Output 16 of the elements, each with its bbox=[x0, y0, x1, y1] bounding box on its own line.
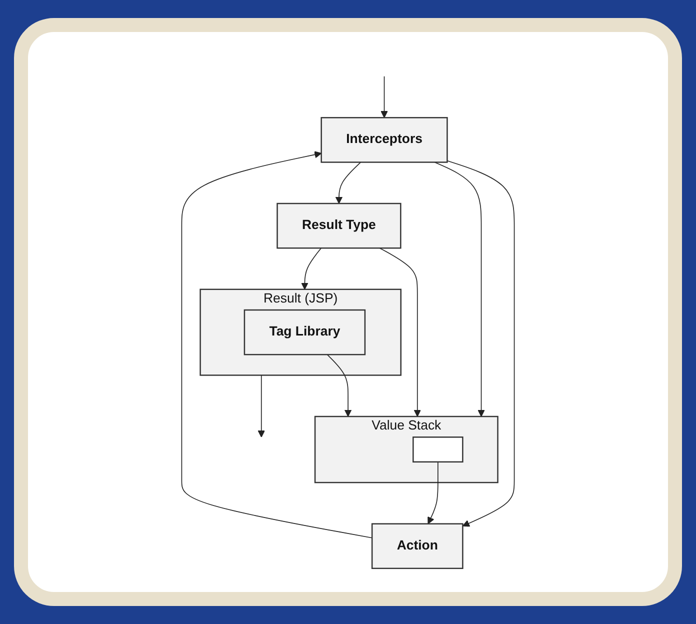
arrow bbox=[326, 354, 352, 416]
arrow bbox=[428, 460, 438, 524]
node-box: Interceptors bbox=[320, 116, 448, 162]
node-box bbox=[412, 436, 464, 462]
cluster: Value Stack bbox=[314, 415, 498, 483]
arrow bbox=[379, 247, 422, 416]
arrow bbox=[380, 75, 388, 118]
arrow bbox=[335, 161, 362, 204]
node-box: Tag Library bbox=[244, 308, 366, 355]
arrow bbox=[258, 374, 265, 437]
arrow bbox=[301, 247, 322, 290]
arrow bbox=[181, 150, 372, 538]
node-box: Result Type bbox=[276, 202, 402, 248]
node-box: Action bbox=[371, 522, 464, 569]
arrow bbox=[446, 160, 515, 526]
arrow bbox=[434, 161, 485, 416]
